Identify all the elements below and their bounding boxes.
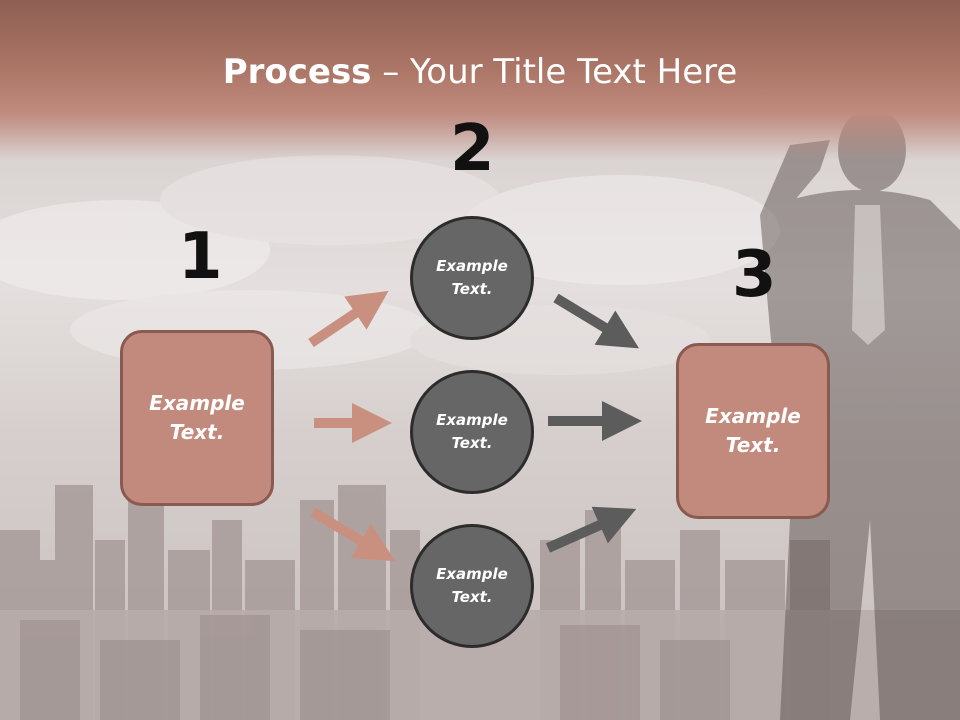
title-band bbox=[0, 0, 960, 160]
step-number-2: 2 bbox=[450, 112, 495, 186]
arrow-from-bottom-circle bbox=[545, 506, 637, 553]
title-bold: Process bbox=[222, 52, 372, 92]
slide-title: Process – Your Title Text Here bbox=[0, 52, 960, 92]
arrow-from-top-circle bbox=[553, 293, 640, 349]
circle-bottom[interactable]: Example Text. bbox=[410, 524, 534, 648]
right-box[interactable]: Example Text. bbox=[676, 343, 830, 519]
step-number-3: 3 bbox=[732, 238, 777, 312]
circle-top[interactable]: Example Text. bbox=[410, 216, 534, 340]
left-box-text: Example Text. bbox=[149, 391, 245, 444]
arrow-to-top-circle bbox=[308, 290, 389, 348]
circle-bottom-text: Example Text. bbox=[436, 565, 508, 606]
arrow-to-bottom-circle bbox=[310, 507, 396, 562]
circle-middle-text: Example Text. bbox=[436, 411, 508, 452]
right-box-text: Example Text. bbox=[705, 404, 801, 457]
step-number-1: 1 bbox=[178, 220, 223, 294]
title-rest: – Your Title Text Here bbox=[371, 52, 738, 92]
circle-middle[interactable]: Example Text. bbox=[410, 370, 534, 494]
circle-top-text: Example Text. bbox=[436, 257, 508, 298]
left-box[interactable]: Example Text. bbox=[120, 330, 274, 506]
